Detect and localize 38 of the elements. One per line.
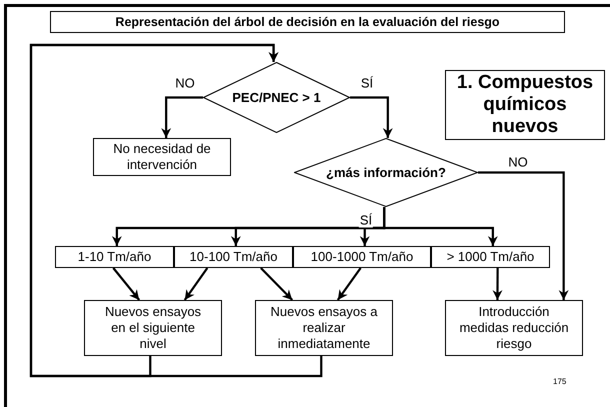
arrow: [383, 207, 498, 246]
range-box: [174, 246, 293, 268]
range-box: [431, 246, 550, 268]
node-label: Nuevos ensayos a realizar inmediatamente: [270, 304, 378, 352]
process-box: [445, 300, 583, 356]
arrow: [492, 268, 502, 300]
edge-label: NO: [507, 154, 529, 170]
edge-label: SÍ: [358, 212, 374, 228]
decision-diamond: [294, 138, 478, 207]
process-box: [93, 138, 231, 176]
arrow: [260, 267, 294, 301]
title-box: Representación del árbol de decisión en la evaluación del riesgo: [50, 11, 565, 33]
arrow: [112, 267, 140, 301]
edge-label: SÍ: [360, 76, 374, 90]
arrow: [350, 96, 393, 138]
process-box: [84, 300, 222, 356]
arrow: [161, 96, 203, 138]
node-label: Introducción medidas reducción riesgo: [458, 304, 570, 352]
heading-box: [445, 70, 605, 140]
node-label: 100-1000 Tm/año: [310, 248, 414, 266]
edge-label: NO: [174, 76, 196, 90]
node-label: 1-10 Tm/año: [78, 248, 152, 266]
decision-diamond: [203, 62, 350, 133]
range-box: [293, 246, 431, 268]
node-label: 10-100 Tm/año: [190, 248, 278, 266]
process-box: [255, 300, 393, 356]
node-label: No necesidad de intervención: [112, 141, 212, 173]
node-label: 1. Compuestos químicos nuevos: [456, 72, 594, 138]
page-number: 175: [553, 376, 566, 388]
arrow: [30, 44, 322, 378]
arrow: [478, 171, 569, 300]
node-label: > 1000 Tm/año: [446, 248, 534, 266]
arrow: [184, 267, 208, 301]
node-label: PEC/PNEC > 1: [232, 88, 321, 107]
node-label: ¿más información?: [326, 164, 446, 182]
node-label: Nuevos ensayos en el siguiente nivel: [104, 304, 202, 352]
range-box: [55, 246, 174, 268]
arrow: [336, 267, 362, 301]
